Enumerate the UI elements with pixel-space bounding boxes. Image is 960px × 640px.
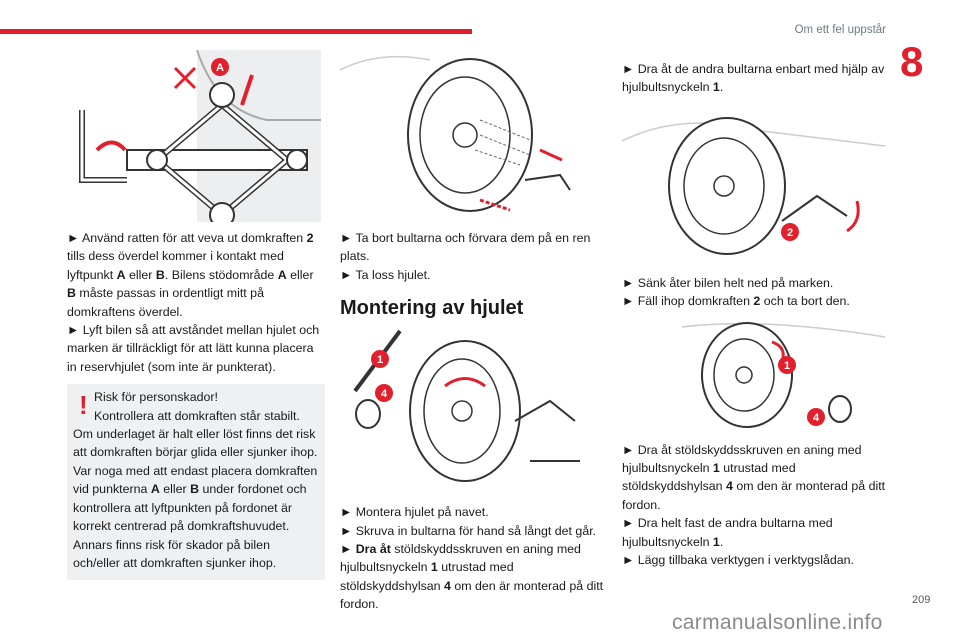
col2-instructions-bottom: ► Montera hjulet på navet. ► Skruva in b… <box>340 503 605 613</box>
wheel-removal-illustration <box>340 55 571 212</box>
instruction-paragraph: ► Lägg tillbaka verktygen i verktygslåda… <box>622 551 888 569</box>
text-segment: ► Sänk åter bilen helt ned på marken. <box>622 275 834 290</box>
text-segment: ► Skruva in bultarna för hand så långt d… <box>340 523 597 538</box>
section-title: Om ett fel uppstår <box>794 24 886 36</box>
bold-text: A <box>150 482 160 497</box>
col3-instructions-top: ► Dra åt de andra bultarna enbart med hj… <box>622 60 888 97</box>
text-segment: under fordonet och kontrollera att lyftp… <box>73 482 307 570</box>
column-2: ► Ta bort bultarna och förvara dem på en… <box>340 50 605 614</box>
instruction-paragraph: ► Dra åt stöldskyddsskruven en aning med… <box>622 441 888 515</box>
instruction-paragraph: ► Dra åt stöldskyddsskruven en aning med… <box>340 540 605 614</box>
text-segment: ► Montera hjulet på navet. <box>340 505 489 520</box>
col3-instructions-bottom: ► Dra åt stöldskyddsskruven en aning med… <box>622 441 888 570</box>
text-segment: ► Dra helt fast de andra bultarna med hj… <box>622 516 833 549</box>
warning-title: Risk för personskador! <box>73 388 319 406</box>
bold-text: 1 <box>712 461 720 476</box>
bold-text: 4 <box>444 578 451 593</box>
instruction-paragraph: ► Använd ratten för att veva ut domkraft… <box>67 229 325 321</box>
bold-text: 2 <box>753 294 761 309</box>
bold-text: B <box>155 267 165 282</box>
bold-text: Dra åt <box>355 542 391 557</box>
bold-text: A <box>116 267 126 282</box>
text-segment: ► Fäll ihop domkraften <box>622 294 754 309</box>
column-3: ► Dra åt de andra bultarna enbart med hj… <box>622 60 888 569</box>
text-segment: eller <box>159 482 191 497</box>
text-segment: stöldskyddsskruven en aning med hjulbult… <box>340 542 581 575</box>
text-segment: om den är monterad på ditt fordon. <box>340 578 604 612</box>
text-segment: . <box>719 80 724 95</box>
bold-text: 4 <box>726 479 733 494</box>
col1-instructions: ► Använd ratten för att veva ut domkraft… <box>67 229 325 376</box>
col2-instructions-top: ► Ta bort bultarna och förvara dem på en… <box>340 229 605 284</box>
callout-1: 1 <box>784 360 790 372</box>
instruction-paragraph: ► Lyft bilen så att avståndet mellan hju… <box>67 321 325 376</box>
text-segment: ► Dra åt de andra bultarna enbart med hj… <box>622 62 885 95</box>
text-segment: och ta bort den. <box>760 294 850 309</box>
column-1: A ► Använd ratten för att veva ut domkra… <box>67 50 325 581</box>
instruction-paragraph: ► Dra helt fast de andra bultarna med hj… <box>622 514 888 551</box>
text-segment: ► Dra åt stöldskyddsskruven en aning med… <box>622 442 862 476</box>
text-segment: eller <box>125 267 156 282</box>
callout-a: A <box>216 62 224 74</box>
warning-body: Om underlaget är halt eller löst finns d… <box>73 425 319 572</box>
bold-text: 1 <box>712 534 720 549</box>
callout-4: 4 <box>381 388 388 400</box>
text-segment: tills dess överdel kommer i kontakt med … <box>67 249 284 282</box>
instruction-paragraph: ► Montera hjulet på navet. <box>340 503 605 521</box>
bold-text: B <box>67 286 76 301</box>
text-segment: utrustad med stöldskyddshylsan <box>622 461 796 494</box>
callout-2: 2 <box>787 227 793 239</box>
section-heading: Montering av hjulet <box>340 297 524 320</box>
bold-text: B <box>190 482 200 497</box>
text-segment: eller <box>286 267 314 282</box>
instruction-paragraph: ► Ta bort bultarna och förvara dem på en… <box>340 229 605 266</box>
callout-1: 1 <box>377 354 383 366</box>
text-segment: ► Lägg tillbaka verktygen i verktygslåda… <box>622 553 854 568</box>
bold-text: A <box>277 267 287 282</box>
col3-instructions-mid: ► Sänk åter bilen helt ned på marken. ► … <box>622 274 888 311</box>
text-segment: . <box>719 534 724 549</box>
warning-line: Kontrollera att domkraften står stabilt. <box>73 407 319 425</box>
exclamation-icon: ! <box>79 390 88 421</box>
text-segment: utrustad med stöldskyddshylsan <box>340 560 514 593</box>
text-segment: måste passas in ordentligt mitt på domkr… <box>67 286 264 319</box>
text-segment: ► Använd ratten för att veva ut domkraft… <box>67 231 307 245</box>
chapter-number: 8 <box>900 38 924 85</box>
header-accent-bar <box>0 29 472 34</box>
wheel-mounting-illustration: 1 4 <box>353 330 580 483</box>
callout-4: 4 <box>813 412 820 424</box>
bold-text: 1 <box>712 80 720 95</box>
instruction-paragraph: ► Fäll ihop domkraften 2 och ta bort den… <box>622 292 888 310</box>
instruction-paragraph: ► Dra åt de andra bultarna enbart med hj… <box>622 60 888 97</box>
instruction-paragraph: ► Sänk åter bilen helt ned på marken. <box>622 274 888 292</box>
instruction-paragraph: ► Ta loss hjulet. <box>340 266 605 284</box>
jack-illustration: A <box>79 50 321 222</box>
instruction-paragraph: ► Skruva in bultarna för hand så långt d… <box>340 522 605 540</box>
bold-text: 2 <box>306 231 314 245</box>
lowering-car-illustration: 2 <box>622 116 885 255</box>
text-segment: ► Lyft bilen så att avståndet mellan hju… <box>67 323 320 374</box>
tightening-illustration: 1 4 <box>681 321 885 428</box>
text-segment: Om underlaget är halt eller löst finns d… <box>73 427 318 497</box>
text-segment: om den är monterad på ditt fordon. <box>622 479 886 512</box>
text-segment: Kontrollera att domkraften står stabilt. <box>94 408 300 423</box>
text-segment: . Bilens stödområde <box>164 267 278 282</box>
bold-text: 1 <box>430 560 438 575</box>
warning-box: ! Risk för personskador! Kontrollera att… <box>67 384 325 581</box>
text-segment: ► <box>340 542 356 557</box>
page-number: 209 <box>912 594 931 606</box>
text-segment: Risk för personskador! <box>94 390 218 405</box>
text-segment: ► Ta loss hjulet. <box>340 267 431 282</box>
watermark: carmanualsonline.info <box>672 611 883 634</box>
text-segment: ► Ta bort bultarna och förvara dem på en… <box>340 231 591 264</box>
